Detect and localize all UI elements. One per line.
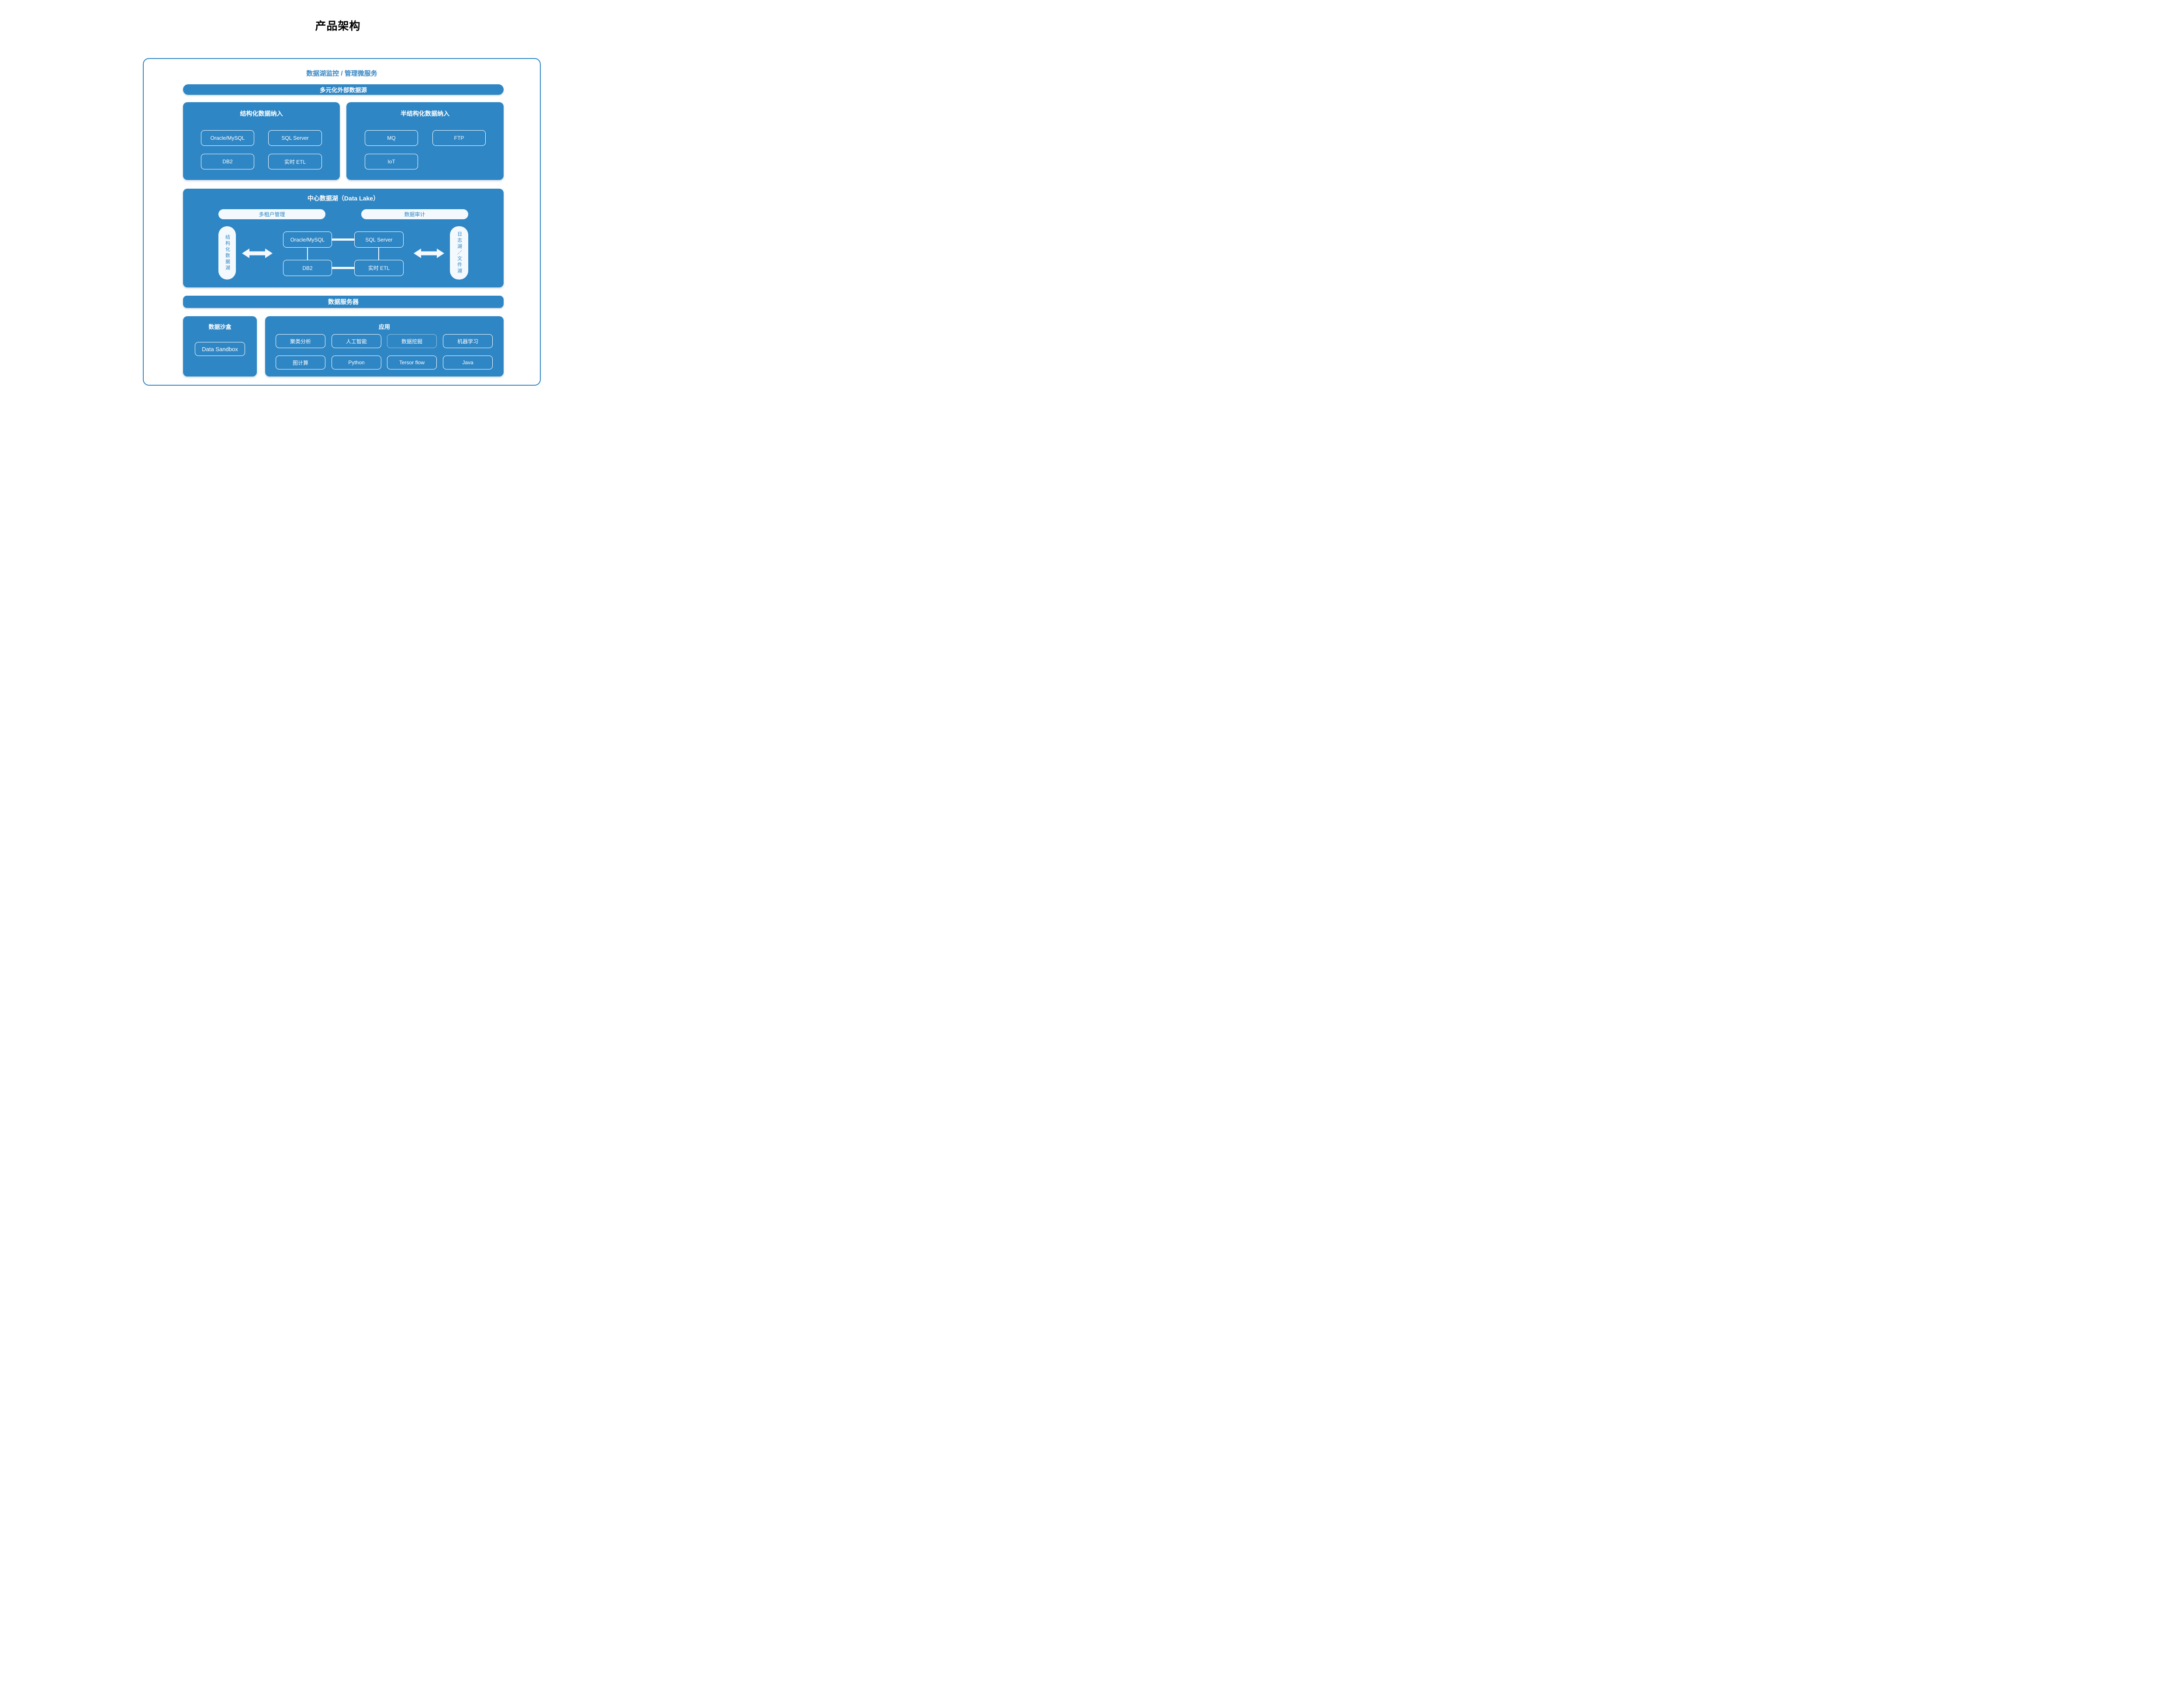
external-data-sources-bar: 多元化外部数据源 <box>183 84 504 95</box>
data-server-bar: 数据服务器 <box>183 296 504 308</box>
chip-data-mining: 数据挖掘 <box>387 334 437 348</box>
lake-node-realtime-etl: 实时 ETL <box>354 260 404 276</box>
data-lake-title: 中心数据湖（Data Lake） <box>307 195 380 202</box>
structured-data-box: 结构化数据纳入 Oracle/MySQL SQL Server DB2 实时 E… <box>183 102 340 180</box>
data-sandbox-title: 数据沙盒 <box>208 324 232 330</box>
lake-node-db2: DB2 <box>283 260 332 276</box>
lake-node-oracle-mysql: Oracle/MySQL <box>283 231 332 248</box>
chip-tersor-flow: Tersor flow <box>387 356 437 370</box>
connector-sqlserver-etl <box>378 248 379 260</box>
chip-machine-learning: 机器学习 <box>443 334 493 348</box>
chip-oracle-mysql: Oracle/MySQL <box>201 130 254 146</box>
log-file-lake-pill: 日志湖／文件湖 <box>450 226 468 280</box>
chip-graph-computing: 图计算 <box>276 356 325 370</box>
connector-db2-etl <box>332 267 354 269</box>
chip-realtime-etl: 实时 ETL <box>268 154 322 169</box>
semi-structured-data-box: 半结构化数据纳入 MQ FTP IoT <box>346 102 504 180</box>
structured-data-box-title: 结构化数据纳入 <box>240 110 283 117</box>
chip-artificial-intelligence: 人工智能 <box>332 334 381 348</box>
log-file-lake-label: 日志湖／文件湖 <box>456 231 462 274</box>
microservice-container: 数据湖监控 / 管理微服务 多元化外部数据源 结构化数据纳入 Oracle/My… <box>143 58 541 386</box>
applications-box: 应用 聚类分析 人工智能 数据挖掘 机器学习 图计算 Python Tersor… <box>265 316 504 376</box>
connector-oracle-db2 <box>307 248 308 260</box>
chip-sql-server: SQL Server <box>268 130 322 146</box>
chip-java: Java <box>443 356 493 370</box>
chip-iot: IoT <box>365 154 418 169</box>
double-arrow-icon <box>242 249 273 258</box>
semi-structured-data-box-title: 半结构化数据纳入 <box>401 110 449 117</box>
structured-lake-pill: 结构化数据湖 <box>218 226 236 280</box>
chip-cluster-analysis: 聚类分析 <box>276 334 325 348</box>
chip-ftp: FTP <box>432 130 486 146</box>
data-audit-pill: 数据审计 <box>361 209 468 219</box>
page-title: 产品架构 <box>315 20 361 32</box>
data-sandbox-box: 数据沙盒 Data Sandbox <box>183 316 257 376</box>
multi-tenant-pill: 多租户管理 <box>218 209 325 219</box>
chip-python: Python <box>332 356 381 370</box>
connector-oracle-sqlserver <box>332 238 354 241</box>
architecture-diagram: 产品架构 数据湖监控 / 管理微服务 多元化外部数据源 结构化数据纳入 Orac… <box>0 0 676 413</box>
container-header: 数据湖监控 / 管理微服务 <box>306 70 377 77</box>
double-arrow-icon <box>414 249 444 258</box>
lake-node-sql-server: SQL Server <box>354 231 404 248</box>
data-lake-box: 中心数据湖（Data Lake） 多租户管理 数据审计 结构化数据湖 日志湖／文… <box>183 189 504 287</box>
applications-title: 应用 <box>378 324 390 330</box>
chip-data-sandbox: Data Sandbox <box>195 342 245 356</box>
chip-mq: MQ <box>365 130 418 146</box>
structured-lake-label: 结构化数据湖 <box>225 235 230 271</box>
chip-db2: DB2 <box>201 154 254 169</box>
